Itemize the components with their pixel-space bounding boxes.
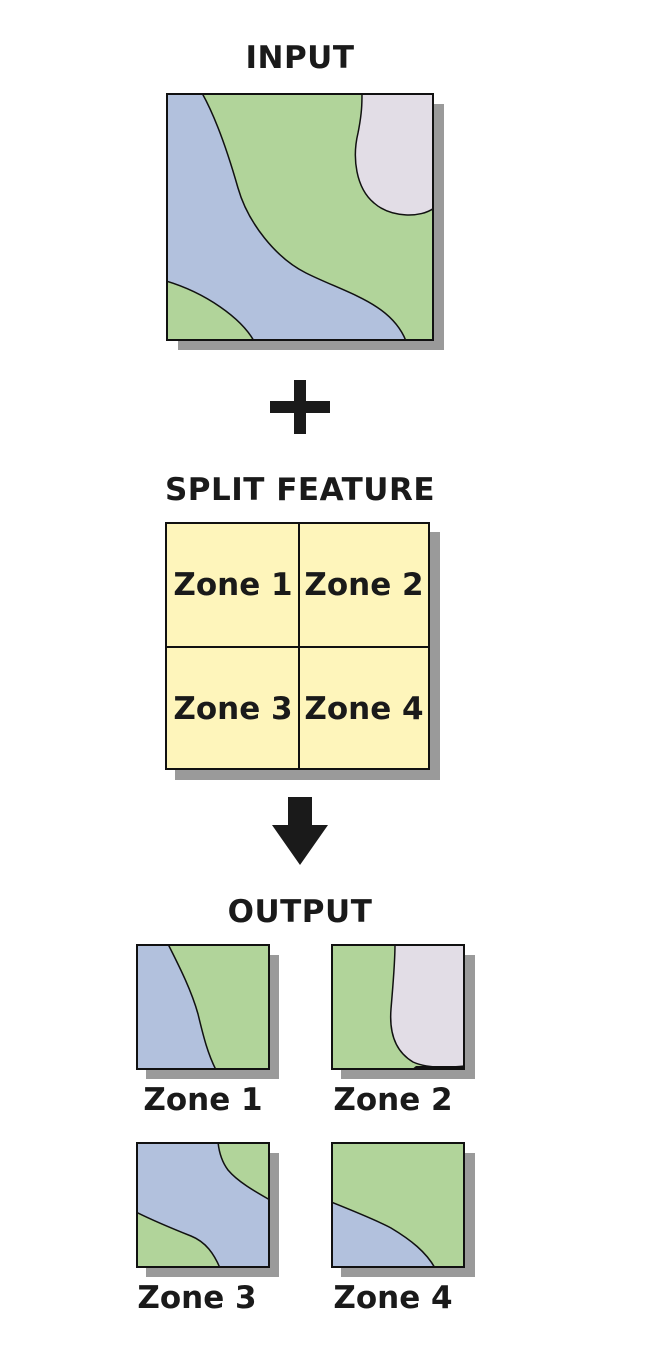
output-zone-3-label: Zone 3 — [137, 1280, 257, 1316]
down-arrow-icon — [272, 797, 328, 867]
output-zone-3-map — [136, 1142, 270, 1268]
output-zone-4-map — [331, 1142, 465, 1268]
input-title: INPUT — [245, 40, 355, 76]
output-title: OUTPUT — [227, 894, 373, 930]
output-zone-2-map — [331, 944, 465, 1070]
output-zone-1-map — [136, 944, 270, 1070]
split-zone-2: Zone 2 — [304, 567, 424, 603]
split-zone-1: Zone 1 — [173, 567, 293, 603]
input-map — [166, 93, 434, 341]
output-zone-4-label: Zone 4 — [333, 1280, 453, 1316]
output-zone-1-label: Zone 1 — [143, 1082, 263, 1118]
plus-icon — [270, 380, 330, 434]
split-feature-title: SPLIT FEATURE — [164, 472, 436, 508]
grid-divider-horizontal — [167, 646, 428, 648]
output-zone-2-label: Zone 2 — [333, 1082, 453, 1118]
split-zone-4: Zone 4 — [304, 691, 424, 727]
split-zone-3: Zone 3 — [173, 691, 293, 727]
split-feature-grid: Zone 1 Zone 2 Zone 3 Zone 4 — [165, 522, 430, 770]
